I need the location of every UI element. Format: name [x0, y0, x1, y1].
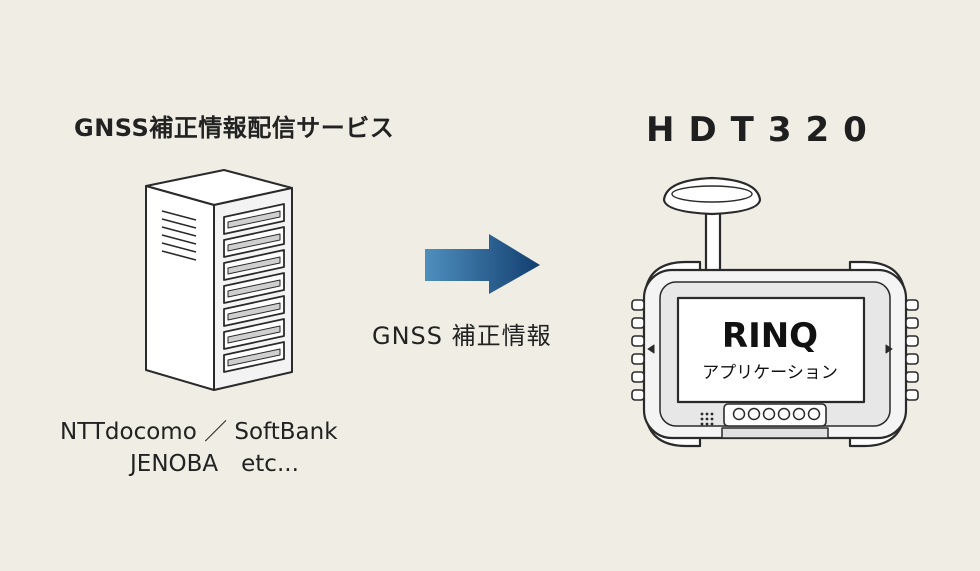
flow-arrow	[425, 234, 540, 294]
tablet-device-icon	[631, 176, 919, 448]
service-title: GNSS補正情報配信サービス	[74, 114, 395, 142]
flow-label: GNSS 補正情報	[372, 322, 552, 350]
screen-app-subtitle: アプリケーション	[702, 363, 838, 383]
device-title: HDT320	[646, 110, 881, 150]
provider-line-1: NTTdocomo ／ SoftBank	[60, 419, 338, 445]
provider-line-2: JENOBA etc...	[130, 451, 299, 477]
screen-app-title: RINQ	[721, 316, 819, 356]
server-icon	[145, 169, 293, 391]
provider-list: NTTdocomo ／ SoftBank JENOBA etc...	[60, 416, 370, 480]
